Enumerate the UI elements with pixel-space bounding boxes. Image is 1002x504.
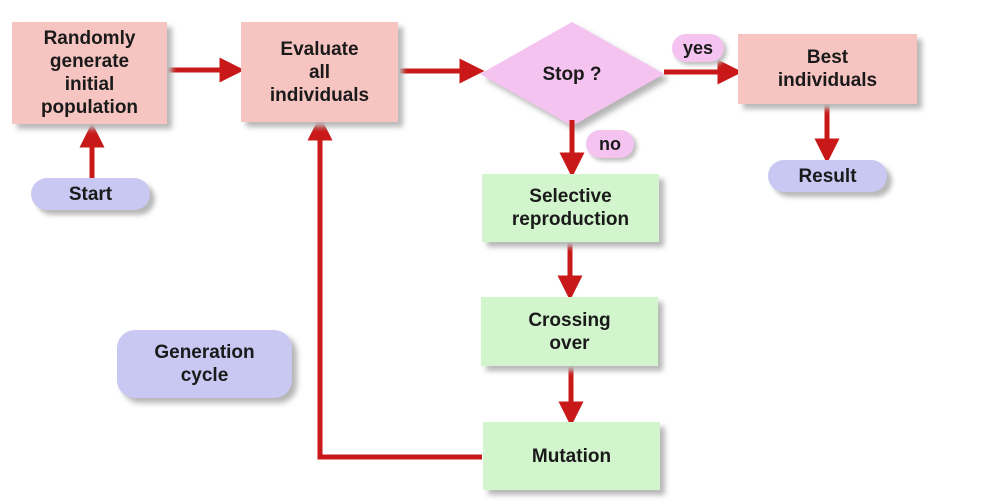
evaluate-individuals-box: Evaluate all individuals <box>241 22 398 122</box>
arrow-mutation-to-evaluate-loop <box>307 115 482 460</box>
no-label: no <box>586 130 634 158</box>
mutation-box: Mutation <box>483 422 660 490</box>
selective-reproduction-box: Selective reproduction <box>482 174 659 242</box>
stop-decision-label: Stop ? <box>542 63 602 85</box>
generation-cycle-badge: Generation cycle <box>117 330 292 398</box>
yes-label: yes <box>672 34 724 62</box>
best-individuals-box: Best individuals <box>738 34 917 104</box>
start-terminal: Start <box>31 178 150 210</box>
crossing-over-box: Crossing over <box>481 297 658 366</box>
result-terminal: Result <box>768 160 887 192</box>
generate-population-box: Randomly generate initial population <box>12 22 167 124</box>
stop-decision-diamond <box>480 22 664 126</box>
